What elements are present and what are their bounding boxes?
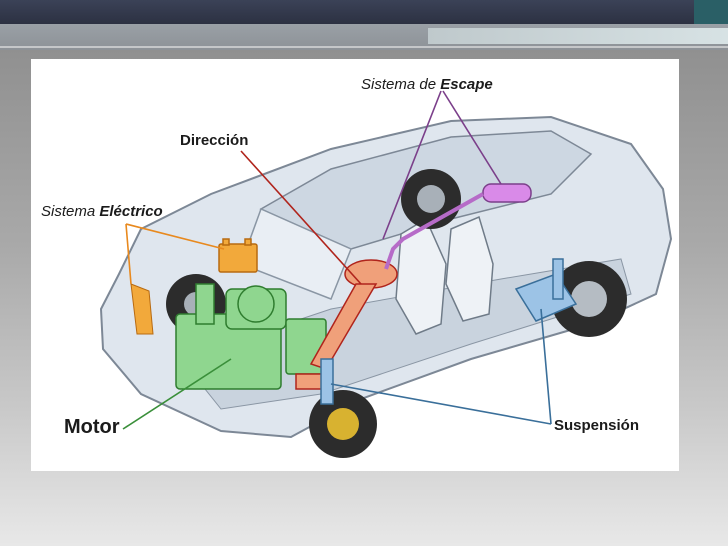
header-divider (0, 46, 728, 48)
diagram-panel: Sistema de Escape Dirección Sistema Eléc… (31, 59, 679, 471)
header-highlight (428, 28, 728, 44)
battery (218, 238, 258, 273)
label-direccion: Dirección (180, 132, 249, 149)
leader-lines (122, 90, 552, 430)
escape-leader-2 (442, 90, 502, 185)
label-suspension: Suspensión (554, 417, 640, 434)
suspension-leader (330, 308, 552, 425)
title-bar-accent (694, 0, 728, 24)
electrico-leader (125, 223, 225, 285)
motor-leader (122, 358, 232, 430)
car-diagram (99, 90, 673, 458)
label-motor: Motor (64, 416, 120, 438)
engine-block (175, 283, 327, 390)
suspension-parts (320, 258, 578, 405)
label-sistema-electrico: Sistema Eléctrico (41, 203, 163, 220)
label-sistema-escape: Sistema de Escape (361, 76, 493, 93)
escape-leader-1 (382, 90, 442, 240)
seat-rear (445, 215, 494, 322)
direccion-leader (240, 150, 362, 285)
slide-title-bar (0, 0, 728, 24)
exhaust-system (384, 183, 532, 270)
headlight (130, 283, 154, 335)
